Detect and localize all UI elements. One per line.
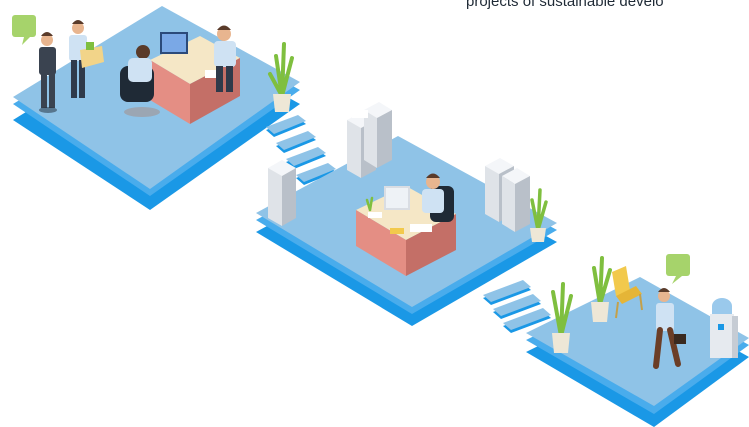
- plant-bottom-left: [551, 282, 573, 353]
- yellow-chair: [612, 266, 643, 319]
- steps-upper: [266, 115, 336, 185]
- cabinet-left: [268, 160, 296, 226]
- desk-middle: [356, 186, 456, 276]
- man-dark-suit: [39, 32, 57, 113]
- worker-middle-desk: [422, 173, 454, 222]
- plant-bottom-mid: [591, 256, 612, 322]
- plant-middle-small: [365, 196, 374, 212]
- man-with-briefcase: [653, 288, 686, 369]
- man-holding-box: [69, 20, 104, 98]
- steps-lower: [483, 280, 551, 333]
- platform-top-left: [13, 6, 300, 210]
- plant-top-left: [268, 42, 294, 112]
- speech-bubble-icon: [666, 254, 690, 284]
- name-plate-icon: [390, 228, 404, 234]
- worker-standing-right: [214, 25, 236, 92]
- cabinet-tall-pair: [347, 102, 392, 178]
- plant-middle: [530, 188, 548, 242]
- platform-bottom-right: [526, 277, 749, 427]
- speech-bubble-icon: [12, 15, 36, 45]
- worker-back-chair: [120, 45, 160, 117]
- caption-text: projects of sustainable develo: [466, 0, 664, 10]
- water-cooler: [710, 298, 738, 358]
- cabinet-right-pair: [485, 158, 530, 232]
